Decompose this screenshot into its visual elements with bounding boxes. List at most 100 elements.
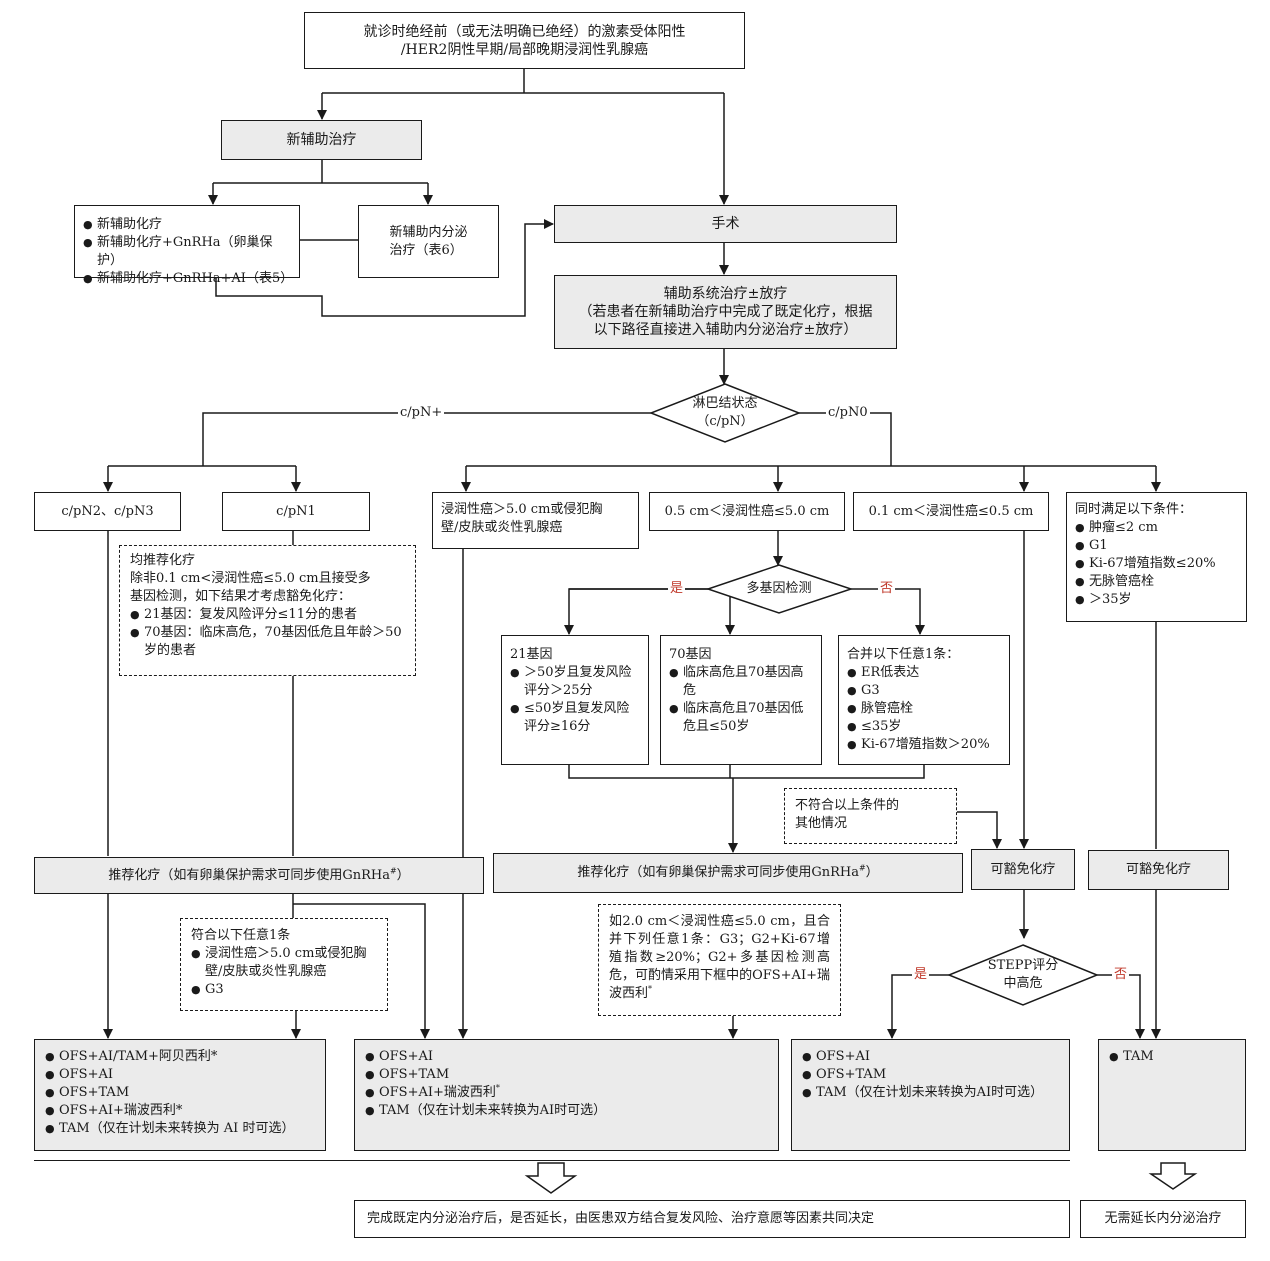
yes-label: 是 xyxy=(668,581,686,597)
list-item: OFS+TAM xyxy=(45,1084,315,1102)
tumor-small-box: 0.1 cm＜浸润性癌≤0.5 cm xyxy=(853,492,1049,531)
neoadjuvant-label: 新辅助治疗 xyxy=(286,132,357,148)
list-item: 新辅助化疗+GnRHa（卵巢保护） xyxy=(83,234,291,270)
list-item: 浸润性癌＞5.0 cm或侵犯胸壁/皮肤或炎性乳腺癌 xyxy=(191,945,377,981)
gene70-box: 70基因 临床高危且70基因高危 临床高危且70基因低危且≤50岁 xyxy=(660,635,822,765)
exempt1-label: 可豁免化疗 xyxy=(990,861,1056,877)
neo-chemo-list: 新辅助化疗 新辅助化疗+GnRHa（卵巢保护） 新辅助化疗+GnRHa+AI（表… xyxy=(83,216,293,288)
ribociclib-text: OFS+AI+瑞波西利 xyxy=(379,1085,496,1100)
neoadjuvant-box: 新辅助治疗 xyxy=(221,120,422,160)
list-item: 脉管癌栓 xyxy=(847,700,1001,718)
list-item: Ki-67增殖指数＞20% xyxy=(847,736,1001,754)
list-item: OFS+AI/TAM+阿贝西利* xyxy=(45,1048,315,1066)
mid-note-text: 如2.0 cm＜浸润性癌≤5.0 cm，且合并下列任意1条：G3；G2+Ki-6… xyxy=(609,914,830,1001)
small-label: 0.1 cm＜浸润性癌≤0.5 cm xyxy=(868,503,1034,519)
surgery-label: 手术 xyxy=(711,216,740,232)
list-item: 70基因：临床高危，70基因低危且年龄＞50岁的患者 xyxy=(130,624,405,660)
tumor-mid-box: 0.5 cm＜浸润性癌≤5.0 cm xyxy=(649,492,845,531)
multigene-decision: 多基因检测 xyxy=(746,581,812,596)
list-item: OFS+AI xyxy=(45,1066,315,1084)
mid-note-box: 如2.0 cm＜浸润性癌≤5.0 cm，且合并下列任意1条：G3；G2+Ki-6… xyxy=(598,904,841,1016)
exempt2-label: 可豁免化疗 xyxy=(1125,862,1191,877)
adjuvant-line1: 辅助系统治疗±放疗 xyxy=(663,286,788,302)
any-cond-title: 合并以下任意1条： xyxy=(847,647,960,662)
gene21-list: ＞50岁且复发风险评分＞25分 ≤50岁且复发风险评分≥16分 xyxy=(510,664,640,736)
list-item: OFS+AI+瑞波西利* xyxy=(365,1084,768,1102)
population-line2: /HER2阴性早期/局部晚期浸润性乳腺癌 xyxy=(400,41,649,58)
population-line1: 就诊时绝经前（或无法明确已绝经）的激素受体阳性 xyxy=(363,23,686,40)
neo-endo-line1: 新辅助内分泌 xyxy=(389,224,468,240)
stepp-decision: STEPP评分中高危 xyxy=(963,957,1083,993)
chemo-left-box: 推荐化疗（如有卵巢保护需求可同步使用GnRHa#） xyxy=(34,857,484,894)
other-cases-box: 不符合以上条件的其他情况 xyxy=(784,788,957,844)
final2-label: 无需延长内分泌治疗 xyxy=(1104,1211,1222,1226)
treatment-box-3: OFS+AI OFS+TAM TAM（仅在计划未来转换为AI时可选） xyxy=(791,1039,1070,1151)
chemo-mid-text: 推荐化疗（如有卵巢保护需求可同步使用GnRHa xyxy=(577,865,859,880)
chemo-mid-end: ） xyxy=(865,865,879,880)
gene21-title: 21基因 xyxy=(510,647,553,662)
pn1-note-line3: 基因检测，如下结果才考虑豁免化疗： xyxy=(130,589,352,604)
adjuvant-line3: 以下路径直接进入辅助内分泌治疗±放疗） xyxy=(593,322,858,338)
no-label: 否 xyxy=(878,581,896,597)
pn1-label: c/pN1 xyxy=(276,503,316,519)
footnote-mark: * xyxy=(648,984,653,994)
list-item: OFS+AI xyxy=(802,1048,1059,1066)
stepp-line2: 中高危 xyxy=(1003,976,1043,991)
mid-label: 0.5 cm＜浸润性癌≤5.0 cm xyxy=(664,503,830,519)
list-item: TAM（仅在计划未来转换为AI时可选） xyxy=(365,1102,768,1120)
treatment-box-2: OFS+AI OFS+TAM OFS+AI+瑞波西利* TAM（仅在计划未来转换… xyxy=(354,1039,779,1151)
stepp-no-label: 否 xyxy=(1112,967,1130,983)
footnote-mark: # xyxy=(858,863,866,873)
treatment-box-1: OFS+AI/TAM+阿贝西利* OFS+AI OFS+TAM OFS+AI+瑞… xyxy=(34,1039,326,1151)
treatment-list-2: OFS+AI OFS+TAM OFS+AI+瑞波西利* TAM（仅在计划未来转换… xyxy=(365,1048,768,1120)
final-decision-box: 完成既定内分泌治疗后，是否延长，由医患双方结合复发风险、治疗意愿等因素共同决定 xyxy=(354,1200,1070,1238)
list-item: OFS+AI+瑞波西利* xyxy=(45,1102,315,1120)
list-item: G3 xyxy=(847,682,1001,700)
gt5-line2: 壁/皮肤或炎性乳腺癌 xyxy=(441,520,563,535)
chemo-mid-label: 推荐化疗（如有卵巢保护需求可同步使用GnRHa#） xyxy=(577,864,878,882)
pn1-note-list: 21基因：复发风险评分≤11分的患者 70基因：临床高危，70基因低危且年龄＞5… xyxy=(130,606,405,660)
exempt-chemo-box: 可豁免化疗 xyxy=(971,849,1075,890)
neo-endo-line2: 治疗（表6） xyxy=(389,242,463,258)
pn23-label: c/pN2、c/pN3 xyxy=(61,503,154,519)
pn1-box: c/pN1 xyxy=(222,492,370,531)
list-item: ＞50岁且复发风险评分＞25分 xyxy=(510,664,640,700)
final1-label: 完成既定内分泌治疗后，是否延长，由医患双方结合复发风险、治疗意愿等因素共同决定 xyxy=(367,1211,875,1226)
list-item: 临床高危且70基因高危 xyxy=(669,664,813,700)
treatment-list-3: OFS+AI OFS+TAM TAM（仅在计划未来转换为AI时可选） xyxy=(802,1048,1059,1102)
any-one-note-box: 符合以下任意1条 浸润性癌＞5.0 cm或侵犯胸壁/皮肤或炎性乳腺癌 G3 xyxy=(180,918,388,1011)
treatment-box-4: TAM xyxy=(1098,1039,1246,1151)
chemo-mid-box: 推荐化疗（如有卵巢保护需求可同步使用GnRHa#） xyxy=(493,853,963,893)
no-extension-box: 无需延长内分泌治疗 xyxy=(1080,1200,1246,1238)
all-conditions-box: 同时满足以下条件： 肿瘤≤2 cm G1 Ki-67增殖指数≤20% 无脉管癌栓… xyxy=(1066,492,1247,622)
stepp-yes-label: 是 xyxy=(912,967,930,983)
exempt-chemo-right-box: 可豁免化疗 xyxy=(1088,850,1229,890)
footnote-mark: * xyxy=(495,1083,500,1093)
list-item: G1 xyxy=(1075,537,1238,555)
list-item: 临床高危且70基因低危且≤50岁 xyxy=(669,700,813,736)
list-item: 新辅助化疗+GnRHa+AI（表5） xyxy=(83,270,293,288)
pn1-note-line1: 均推荐化疗 xyxy=(130,553,196,568)
anyone-list: 浸润性癌＞5.0 cm或侵犯胸壁/皮肤或炎性乳腺癌 G3 xyxy=(191,945,377,999)
list-item: ≤50岁且复发风险评分≥16分 xyxy=(510,700,640,736)
anyone-title: 符合以下任意1条 xyxy=(191,928,291,943)
cond-all-title: 同时满足以下条件： xyxy=(1075,502,1193,517)
chemo-left-text: 推荐化疗（如有卵巢保护需求可同步使用GnRHa xyxy=(108,867,390,883)
surgery-box: 手术 xyxy=(554,205,897,243)
list-item: 肿瘤≤2 cm xyxy=(1075,519,1238,537)
lymph-node-decision: 淋巴结状态（c/pN） xyxy=(665,395,785,431)
lymph-line1: 淋巴结状态 xyxy=(692,396,758,411)
tumor-gt5-box: 浸润性癌＞5.0 cm或侵犯胸壁/皮肤或炎性乳腺癌 xyxy=(432,492,639,549)
pn2-pn3-box: c/pN2、c/pN3 xyxy=(34,492,181,531)
stepp-line1: STEPP评分 xyxy=(987,958,1059,973)
chemo-left-label: 推荐化疗（如有卵巢保护需求可同步使用GnRHa#） xyxy=(108,867,409,885)
neo-chemo-box: 新辅助化疗 新辅助化疗+GnRHa（卵巢保护） 新辅助化疗+GnRHa+AI（表… xyxy=(74,205,300,288)
list-item: TAM xyxy=(1109,1048,1235,1066)
list-item: OFS+TAM xyxy=(802,1066,1059,1084)
treatment-list-1: OFS+AI/TAM+阿贝西利* OFS+AI OFS+TAM OFS+AI+瑞… xyxy=(45,1048,315,1138)
gene70-title: 70基因 xyxy=(669,647,712,662)
gene21-box: 21基因 ＞50岁且复发风险评分＞25分 ≤50岁且复发风险评分≥16分 xyxy=(501,635,649,765)
list-item: OFS+TAM xyxy=(365,1066,768,1084)
adjuvant-line2: （若患者在新辅助治疗中完成了既定化疗，根据 xyxy=(578,304,873,320)
list-item: ER低表达 xyxy=(847,664,1001,682)
